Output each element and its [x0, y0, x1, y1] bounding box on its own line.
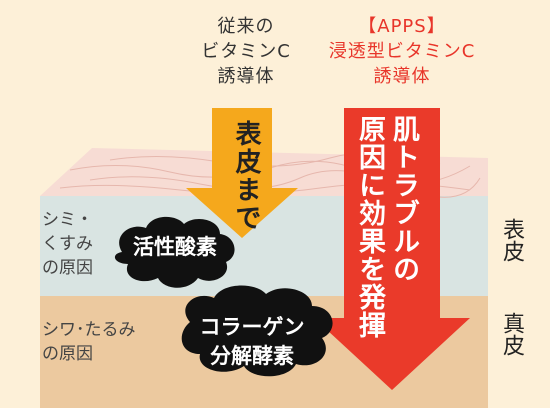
collagenase-line-1: コラーゲン: [199, 315, 305, 339]
spots-label-line-3: の原因: [42, 258, 93, 278]
apps-arrow-text-col-1: 肌トラブルの: [388, 115, 419, 283]
wrinkles-label-line-1: シワ･たるみ: [42, 320, 136, 340]
old-vitamin-c-arrow: [186, 108, 298, 238]
apps-header: 【APPS】 浸透型ビタミンC 誘導体: [306, 14, 498, 89]
collagenase-label: コラーゲン 分解酵素: [182, 313, 322, 371]
apps-arrow: [314, 108, 470, 390]
wrinkles-cause-label: シワ･たるみ の原因: [42, 318, 136, 366]
apps-header-line-1: 【APPS】: [358, 16, 446, 37]
epidermis-label: 表皮: [499, 218, 524, 262]
active-oxygen-label: 活性酸素: [133, 235, 217, 259]
old-vitamin-c-header: 従来の ビタミンC 誘導体: [186, 14, 306, 89]
apps-arrow-text-col-2: 原因に効果を発揮: [354, 115, 385, 339]
spots-label-line-1: シミ・: [42, 210, 93, 230]
dermis-label: 真皮: [499, 312, 524, 356]
apps-header-line-2: 浸透型ビタミンC: [328, 41, 476, 62]
spots-cause-label: シミ・ くすみ の原因: [42, 208, 93, 280]
spots-label-line-2: くすみ: [42, 234, 93, 254]
apps-header-line-3: 誘導体: [373, 66, 431, 87]
wrinkles-label-line-2: の原因: [42, 344, 93, 364]
collagenase-cloud: [181, 285, 333, 377]
old-header-line-2: ビタミンC: [201, 41, 291, 62]
old-header-line-1: 従来の: [217, 16, 275, 37]
old-arrow-text: 表皮まで: [231, 120, 261, 232]
active-oxygen-cloud: [114, 216, 235, 288]
old-header-line-3: 誘導体: [217, 66, 275, 87]
collagenase-line-2: 分解酵素: [210, 344, 294, 368]
